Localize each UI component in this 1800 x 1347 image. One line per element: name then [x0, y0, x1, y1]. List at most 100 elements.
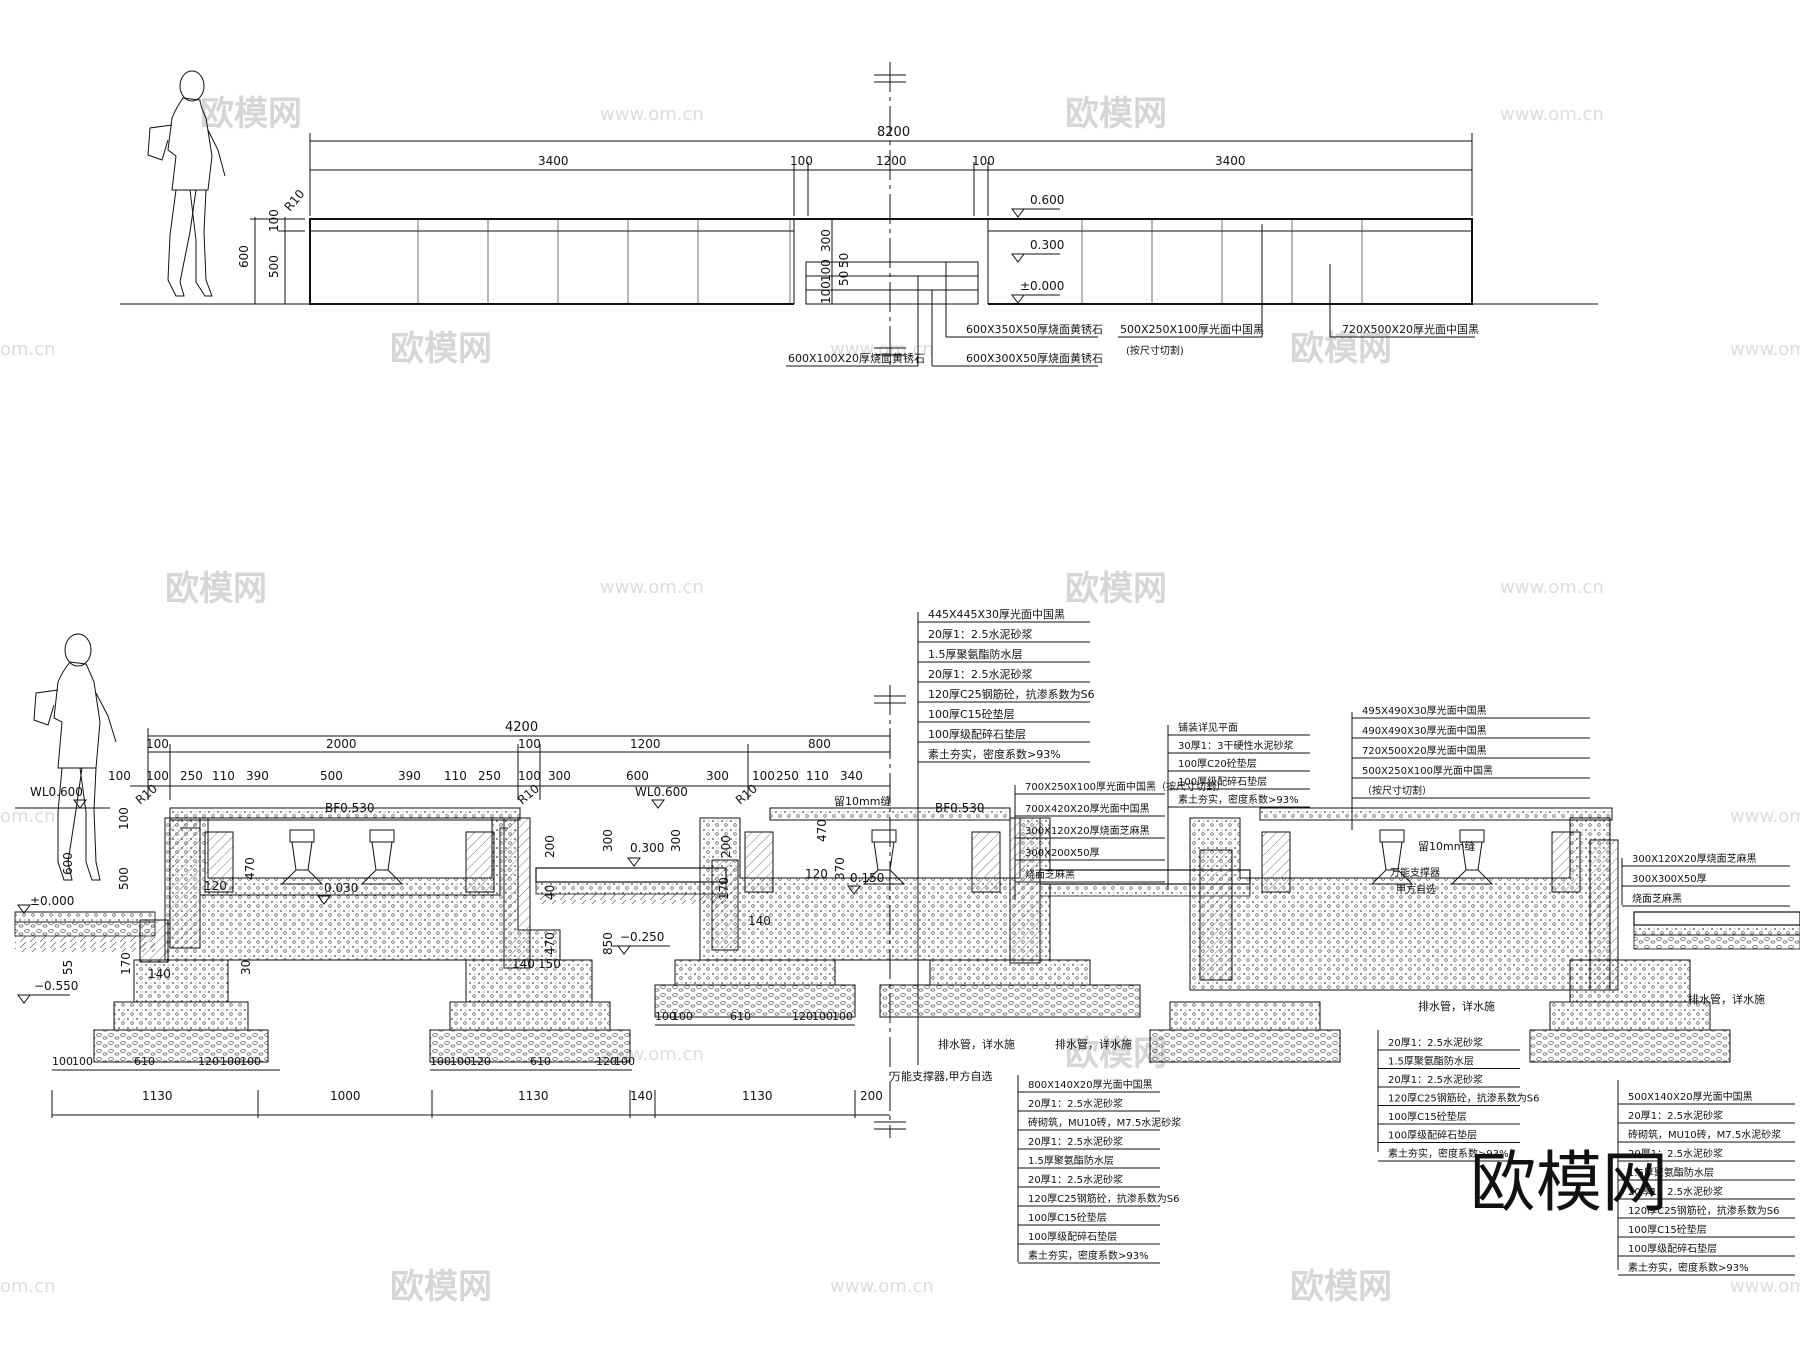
- label-d: 600X100X20厚烧面黄锈石: [788, 351, 925, 365]
- leader-label: 砖砌筑，MU10砖，M7.5水泥砂浆: [1628, 1128, 1781, 1141]
- dim-v55: 55: [61, 960, 75, 975]
- dim-gap-left: 100: [790, 154, 813, 168]
- dim-v30: 30: [239, 960, 253, 975]
- watermark-url: www.om.cn: [600, 104, 704, 125]
- dim-label: 100: [672, 1010, 693, 1023]
- level-bf2: BF0.530: [935, 801, 985, 815]
- dim-v100: 100: [117, 807, 131, 830]
- dim-v600: 600: [61, 852, 75, 875]
- watermark-url: www.om.cn: [830, 339, 934, 360]
- dim-v470b: 470: [543, 932, 557, 955]
- dim-v850: 850: [601, 932, 615, 955]
- watermark-brand: 欧模网: [390, 1267, 492, 1307]
- dim-v300a: 300: [601, 829, 615, 852]
- leader-label: 100厚级配碎石垫层: [1178, 775, 1267, 788]
- dim-label: 250: [180, 769, 203, 783]
- dim-label: 610: [134, 1055, 155, 1068]
- watermark-brand: 欧模网: [1290, 1267, 1392, 1307]
- dim-label: 390: [398, 769, 421, 783]
- level-bf1: BF0.530: [325, 801, 375, 815]
- middle-step-section: [535, 867, 727, 904]
- dim-v200b: 200: [719, 835, 733, 858]
- leader-label: 100厚C20砼垫层: [1178, 757, 1257, 770]
- dim-800: 800: [808, 737, 831, 751]
- leader-label: 30厚1：3干硬性水泥砂浆: [1178, 739, 1293, 752]
- leader-label: 20厚1：2.5水泥砂浆: [1628, 1109, 1723, 1122]
- dim-100a: 100: [819, 259, 833, 282]
- dim-label: 120: [470, 1055, 491, 1068]
- leader-label: 20厚1：2.5水泥砂浆: [1388, 1073, 1483, 1086]
- leader-label: 烧面芝麻黑: [1632, 892, 1682, 905]
- leader-label: 20厚1：2.5水泥砂浆: [1028, 1135, 1123, 1148]
- watermark-brand: 欧模网: [200, 94, 302, 134]
- leader-label: 1.5厚聚氨酯防水层: [928, 647, 1023, 661]
- dim-100b: 100: [518, 737, 541, 751]
- leader-label: 1.5厚聚氨酯防水层: [1388, 1055, 1474, 1068]
- leader-label: 烧面芝麻黑: [1025, 868, 1075, 881]
- note-drain3: 排水管，详水施: [1688, 992, 1765, 1006]
- human-figure-icon: [147, 70, 226, 297]
- dim-v170: 170: [119, 952, 133, 975]
- dim-label: 100: [108, 769, 131, 783]
- leader-bottom-rr: 500X140X20厚光面中国黑 20厚1：2.5水泥砂浆砖砌筑，MU10砖，M7…: [1618, 1090, 1795, 1276]
- dim-right: 3400: [1215, 154, 1246, 168]
- dim-left: 3400: [538, 154, 569, 168]
- watermark-url: www.om.cn: [1500, 104, 1604, 125]
- label-c: 720X500X20厚光面中国黑: [1342, 322, 1479, 336]
- note-drain1: 排水管，详水施: [938, 1037, 1015, 1051]
- level-m0550: −0.550: [34, 979, 78, 993]
- dim-label: 110: [806, 769, 829, 783]
- watermark-brand: 欧模网: [390, 329, 492, 369]
- dim-gap-right: 100: [972, 154, 995, 168]
- dim-label: 100: [518, 769, 541, 783]
- leader-label: 120厚C25钢筋砼，抗渗系数为S6: [1388, 1092, 1540, 1105]
- dim-label: 100: [752, 769, 775, 783]
- leader-label: 120厚C25钢筋砼，抗渗系数为S6: [928, 687, 1095, 701]
- leader-label: 300X300X50厚: [1632, 873, 1707, 885]
- level-wl2: WL0.600: [635, 785, 688, 799]
- dim-v470c: 470: [815, 819, 829, 842]
- dim-label: 390: [246, 769, 269, 783]
- dim-200: 200: [860, 1089, 883, 1103]
- dim-v300b: 300: [669, 829, 683, 852]
- dim-v170b: 170: [717, 877, 731, 900]
- watermarks: 欧模网 www.om.cn 欧模网 www.om.cn om.cn 欧模网 ww…: [0, 94, 1800, 1307]
- leader-label: 500X250X100厚光面中国黑: [1362, 764, 1493, 777]
- dim-140: 140: [630, 1089, 653, 1103]
- watermark-url: www.om.c: [1730, 339, 1800, 360]
- leader-label: 砖砌筑，MU10砖，M7.5水泥砂浆: [1028, 1116, 1181, 1129]
- leader-label: 1.5厚聚氨酯防水层: [1628, 1166, 1714, 1179]
- leader-label: 500X140X20厚光面中国黑: [1628, 1090, 1753, 1103]
- dim-label: 300: [548, 769, 571, 783]
- dim-v150: 150: [538, 957, 561, 971]
- watermark-url: www.om.c: [1730, 1276, 1800, 1297]
- dim-label: 110: [444, 769, 467, 783]
- dim-label: 120: [596, 1055, 617, 1068]
- dim-50a: 50: [837, 253, 851, 268]
- note-pedestal-bottom: 万能支撑器,甲方自选: [890, 1069, 993, 1083]
- dim-label: 100: [72, 1055, 93, 1068]
- leader-label: 300X200X50厚: [1025, 847, 1100, 859]
- level-0000: ±0.000: [1020, 279, 1064, 293]
- leader-c: 700X250X100厚光面中国黑（按尺寸切割）700X420X20厚光面中国黑…: [1015, 780, 1226, 883]
- watermark-url: om.cn: [0, 339, 56, 360]
- left-bench-section: [93, 807, 561, 1063]
- dim-1000: 1000: [330, 1089, 361, 1103]
- watermark-logo: 欧模网: [1470, 1144, 1668, 1221]
- dim-100b: 100: [819, 281, 833, 304]
- watermark-brand: 欧模网: [1065, 569, 1167, 609]
- note-gap: 留10mm缝: [834, 794, 891, 808]
- label-b: 500X250X100厚光面中国黑: [1120, 322, 1264, 336]
- leader-label: 20厚1：2.5水泥砂浆: [928, 667, 1033, 681]
- level-0000: ±0.000: [30, 894, 74, 908]
- dim-4200: 4200: [505, 720, 538, 735]
- human-figure-icon: [33, 633, 117, 881]
- leader-label: 素土夯实，密度系数>93%: [928, 747, 1061, 761]
- dim-v370: 370: [833, 857, 847, 880]
- watermark-brand: 欧模网: [165, 569, 267, 609]
- leader-label: 1.5厚聚氨酯防水层: [1028, 1154, 1114, 1167]
- leader-label: 700X420X20厚光面中国黑: [1025, 802, 1150, 815]
- note-drain2: 排水管，详水施: [1055, 1037, 1132, 1051]
